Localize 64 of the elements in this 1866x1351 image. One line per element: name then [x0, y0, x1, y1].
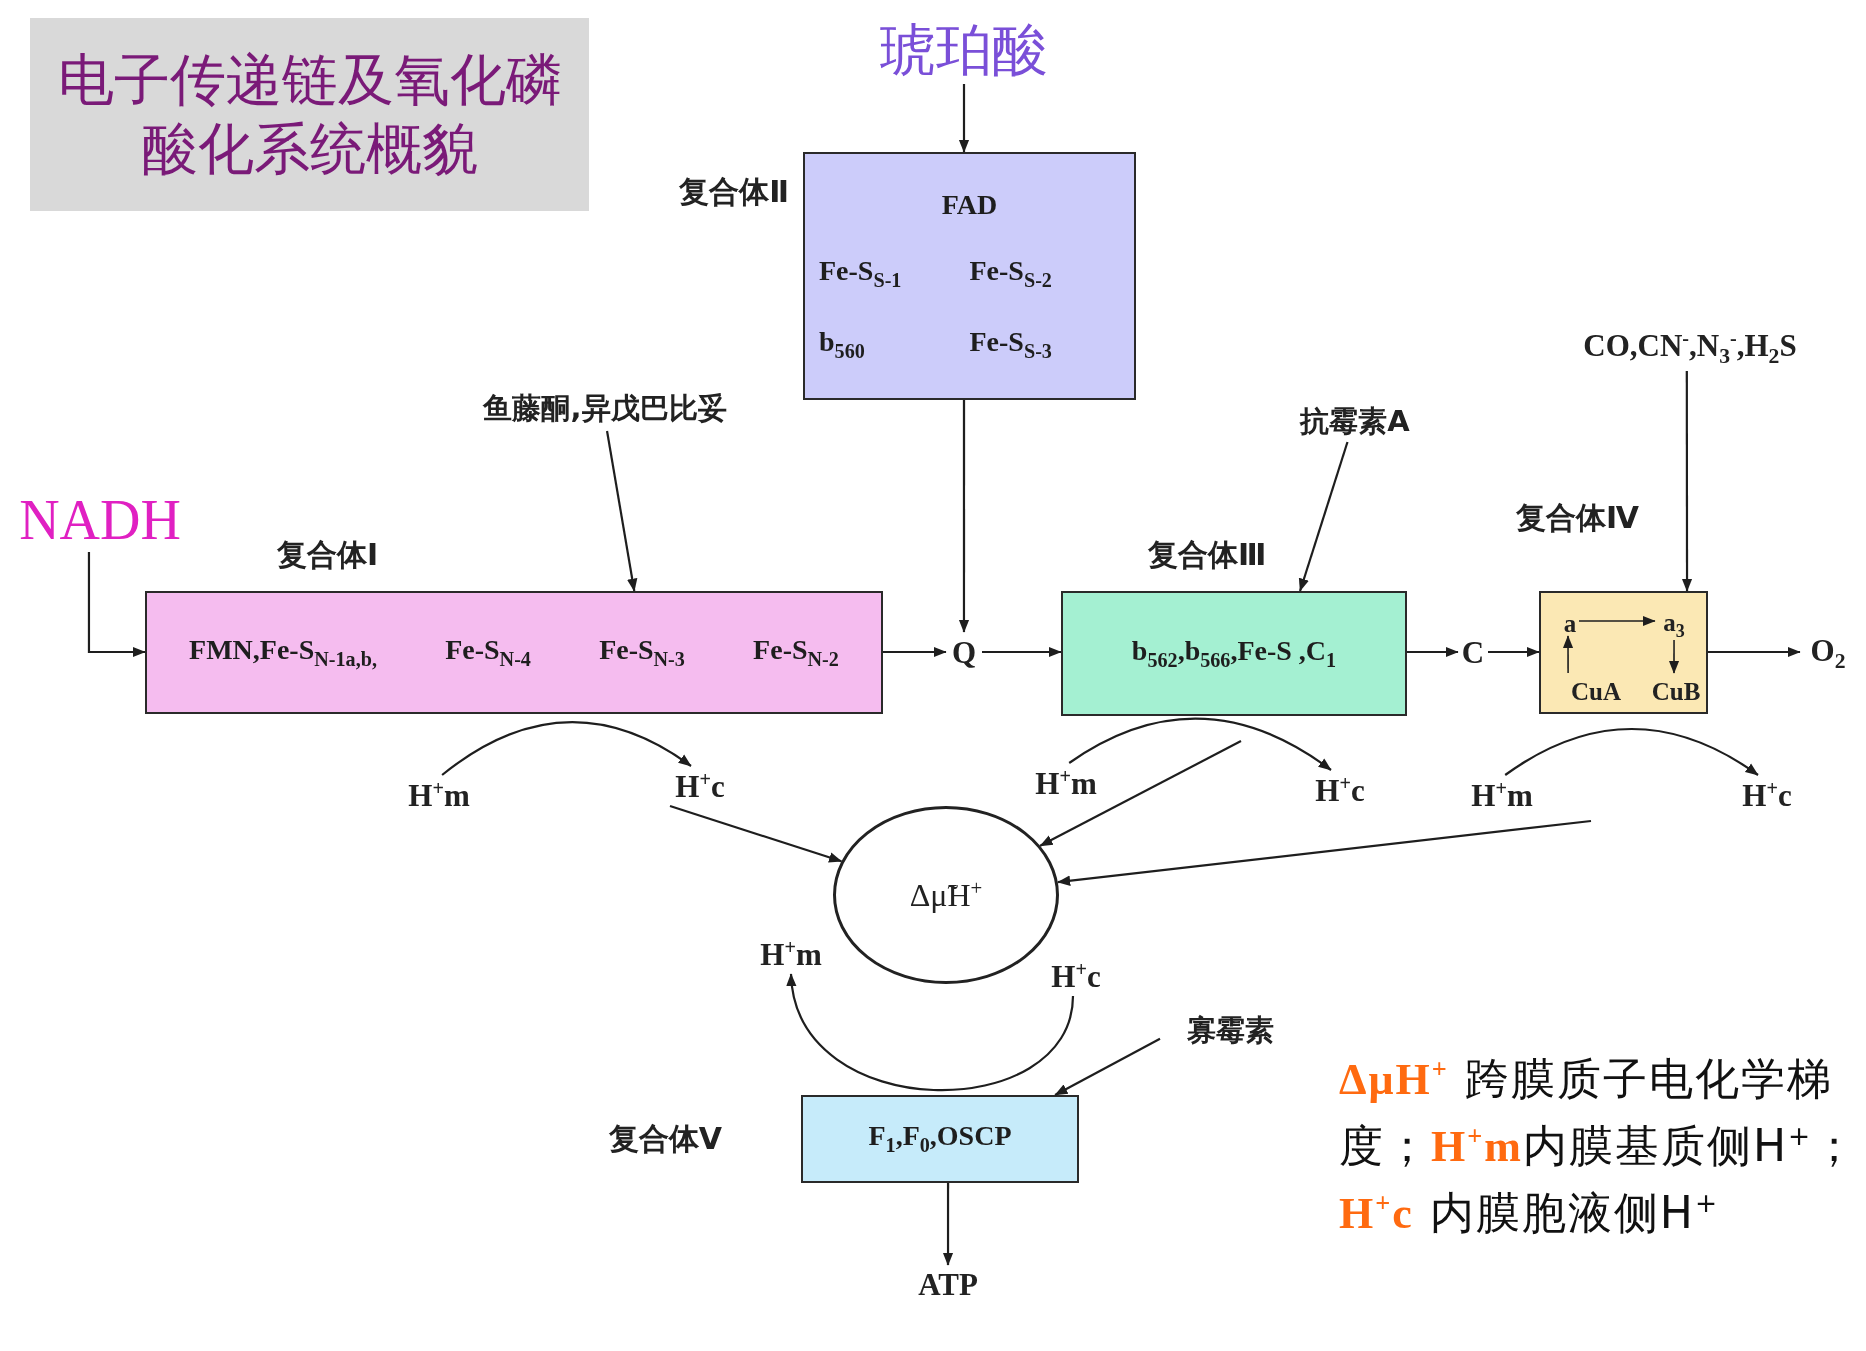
substrate-label: 琥珀酸: [874, 16, 1054, 84]
proton-label: H$^{+}$m: [759, 934, 823, 974]
cofactor-label: Fe-S$_{S-3}$: [969, 327, 1053, 363]
cofactor-label: FMN,Fe-S$_{N-1a,b,}$: [189, 634, 377, 671]
complex-label: 复合体Ⅲ: [1148, 536, 1267, 574]
proton-label: H$^{+}$c: [1046, 956, 1106, 996]
cofactor-label: b$_{562}$,b$_{566}$,Fe-S ,C$_{1}$: [1131, 635, 1337, 672]
arrow: [1562, 635, 1574, 674]
arrow: [942, 1183, 954, 1266]
cofactor-label: CuA: [1561, 675, 1631, 707]
inhibitor-label: 寡霉素: [1160, 1008, 1300, 1052]
inhibitor-label: 鱼藤酮,异戊巴比妥: [435, 385, 775, 431]
arrow: [1057, 819, 1592, 886]
cofactor-label: FAD: [941, 189, 998, 221]
cofactor-label: Fe-S$_{N-2}$: [753, 634, 839, 671]
complex-label: 复合体V: [608, 1120, 722, 1158]
complex-label: 复合体Ⅳ: [1516, 499, 1639, 537]
arrow: [1708, 646, 1801, 658]
arrow: [605, 430, 638, 592]
arrow: [1578, 615, 1656, 627]
proton-label: H$^{+}$m: [1034, 763, 1098, 803]
note-text: ΔμH$^{+}$ 跨膜质子电化学梯度；H$^{+}$m内膜基质侧H$^{+}$；H$^{+}$c 内膜胞液侧H$^{+}$: [1339, 1052, 1860, 1240]
arrow: [1488, 646, 1540, 658]
cofactor-label: b$_{560}$: [819, 327, 866, 363]
arrow: [1298, 441, 1349, 592]
proton-label: H$^{+}$m: [408, 775, 470, 815]
arrow: [982, 646, 1062, 658]
arrow: [1668, 639, 1680, 674]
cofactor-label: Fe-S$_{S-1}$: [819, 256, 903, 292]
proton-label: H$^{+}$m: [1470, 775, 1534, 815]
molecule-label: ATP: [915, 1265, 981, 1303]
cofactor-label: a: [1559, 608, 1581, 638]
curved-arrow: [1504, 727, 1759, 776]
title-text: 电子传递链及氧化磷酸化系统概貌: [56, 46, 563, 183]
gradient-label: Δμ̃H$^{+}$: [909, 875, 983, 915]
curved-arrow: [1068, 717, 1332, 771]
molecule-label: O$_{2}$: [1800, 632, 1856, 676]
arrow: [1054, 1037, 1161, 1096]
curved-arrow: [788, 973, 1075, 1091]
arrow: [1681, 371, 1693, 592]
substrate-label: NADH: [20, 488, 180, 552]
cofactor-label: CuB: [1646, 675, 1706, 707]
arrow: [1407, 646, 1459, 658]
molecule-label: C: [1458, 632, 1488, 672]
arrow: [958, 400, 970, 633]
arrow: [883, 646, 947, 658]
molecule-label: Q: [946, 632, 982, 672]
cofactor-label: Fe-S$_{S-2}$: [969, 256, 1053, 292]
cofactor-label: Fe-S$_{N-3}$: [599, 634, 685, 671]
complex-label: 复合体Ⅰ: [277, 536, 379, 574]
arrow: [958, 84, 970, 153]
molecule-label: CO,CN$^{-}$,N$_{3}$$^{-}$,H$_{2}$S: [1545, 325, 1835, 371]
cofactor-label: Fe-S$_{N-4}$: [445, 634, 531, 671]
inhibitor-label: 抗霉素A: [1275, 400, 1435, 442]
curved-arrow: [441, 721, 692, 776]
proton-label: H$^{+}$c: [670, 766, 730, 806]
arrow: [669, 804, 843, 863]
arrow: [87, 552, 146, 658]
complex-label: 复合体Ⅱ: [679, 173, 789, 211]
proton-label: H$^{+}$c: [1737, 775, 1797, 815]
cofactor-label: a$_{3}$: [1657, 608, 1691, 642]
cofactor-label: F$_{1}$,F$_{0}$,OSCP: [868, 1121, 1012, 1157]
arrow: [1039, 740, 1242, 847]
proton-label: H$^{+}$c: [1310, 770, 1370, 810]
